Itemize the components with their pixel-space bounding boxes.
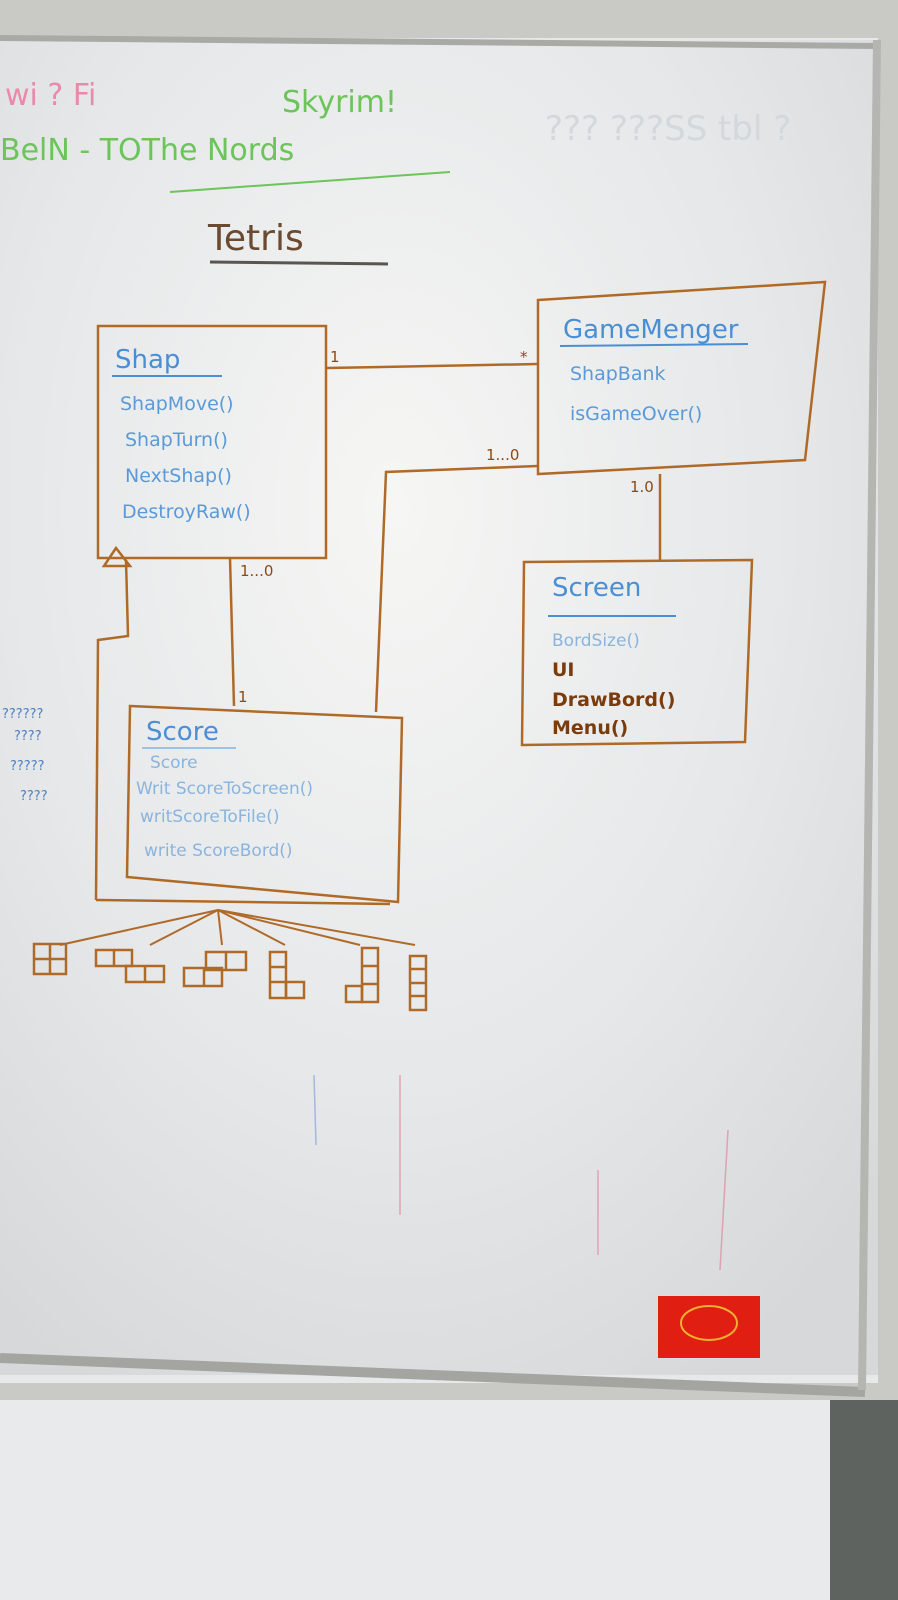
mult-game-to-score: 1...0 xyxy=(486,446,519,464)
member-shap-2: ShapTurn() xyxy=(125,429,228,451)
board-top-rail xyxy=(0,35,879,49)
class-name-gamemenger: GameMenger xyxy=(563,315,739,345)
margin-note-3: ????? xyxy=(10,759,45,774)
member-screen-2: DrawBord() xyxy=(552,689,675,711)
marker-streaks xyxy=(313,1074,729,1271)
mult-game-from-shap: * xyxy=(520,348,528,366)
tetrominoes xyxy=(32,942,428,1012)
board-stand-panel xyxy=(0,1395,830,1600)
tetromino-l xyxy=(268,950,306,1000)
mult-score-from-shap: 1 xyxy=(238,688,248,706)
faded-note-right: ??? ???SS tbl ? xyxy=(545,109,791,149)
score-base-line xyxy=(95,898,391,906)
member-score-4: write ScoreBord() xyxy=(144,841,293,861)
member-shap-4: DestroyRaw() xyxy=(122,501,251,523)
mult-shap-to-score: 1...0 xyxy=(240,562,273,580)
margin-note-1: ?????? xyxy=(2,707,43,722)
underline-gamemenger xyxy=(559,343,749,347)
link-gamemenger-score xyxy=(374,464,539,713)
brand-sticker-logo xyxy=(680,1305,738,1341)
member-gamemenger-1: ShapBank xyxy=(570,363,666,385)
link-shap-gamemenger xyxy=(325,362,539,370)
member-shap-1: ShapMove() xyxy=(120,393,234,415)
tetromino-z xyxy=(94,948,166,984)
inheritance-arrowhead xyxy=(101,545,133,568)
class-name-shap: Shap xyxy=(115,345,180,375)
member-screen-1: UI xyxy=(552,659,575,681)
member-screen-faded-1: BordSize() xyxy=(552,631,640,651)
class-box-screen xyxy=(520,558,754,747)
mult-shap-to-game: 1 xyxy=(330,348,340,366)
tetromino-o xyxy=(32,942,68,976)
member-gamemenger-2: isGameOver() xyxy=(570,403,702,425)
margin-note-4: ???? xyxy=(20,789,48,804)
inheritance-line xyxy=(94,559,130,901)
tetromino-s xyxy=(182,950,248,988)
class-box-shap xyxy=(96,324,328,560)
tetromino-fan xyxy=(59,909,416,946)
member-screen-3: Menu() xyxy=(552,717,628,739)
class-name-score: Score xyxy=(146,717,219,747)
class-box-score xyxy=(125,704,404,904)
member-shap-3: NextShap() xyxy=(125,465,232,487)
board-bottom-rail xyxy=(0,1353,866,1397)
skyrim-note: Skyrim! xyxy=(282,85,397,120)
margin-note-2: ???? xyxy=(14,729,42,744)
member-score-2: Writ ScoreToScreen() xyxy=(136,779,313,799)
green-underline xyxy=(169,171,451,193)
member-score-1: Score xyxy=(150,753,198,773)
nords-note: BelN - TOThe Nords xyxy=(0,133,294,168)
title-underline xyxy=(209,260,389,266)
board-right-rail xyxy=(858,39,881,1391)
tetromino-j xyxy=(344,946,380,1004)
link-shap-score xyxy=(228,557,236,707)
tetromino-i xyxy=(408,954,428,1012)
wifi-note: wi ? Fi xyxy=(5,78,96,113)
class-box-gamemenger xyxy=(536,280,827,476)
mult-game-to-screen: 1.0 xyxy=(630,478,654,496)
class-name-screen: Screen xyxy=(552,573,641,603)
diagram-title: Tetris xyxy=(207,218,304,259)
member-score-3: writScoreToFile() xyxy=(140,807,280,827)
floor-corner xyxy=(830,1380,898,1600)
